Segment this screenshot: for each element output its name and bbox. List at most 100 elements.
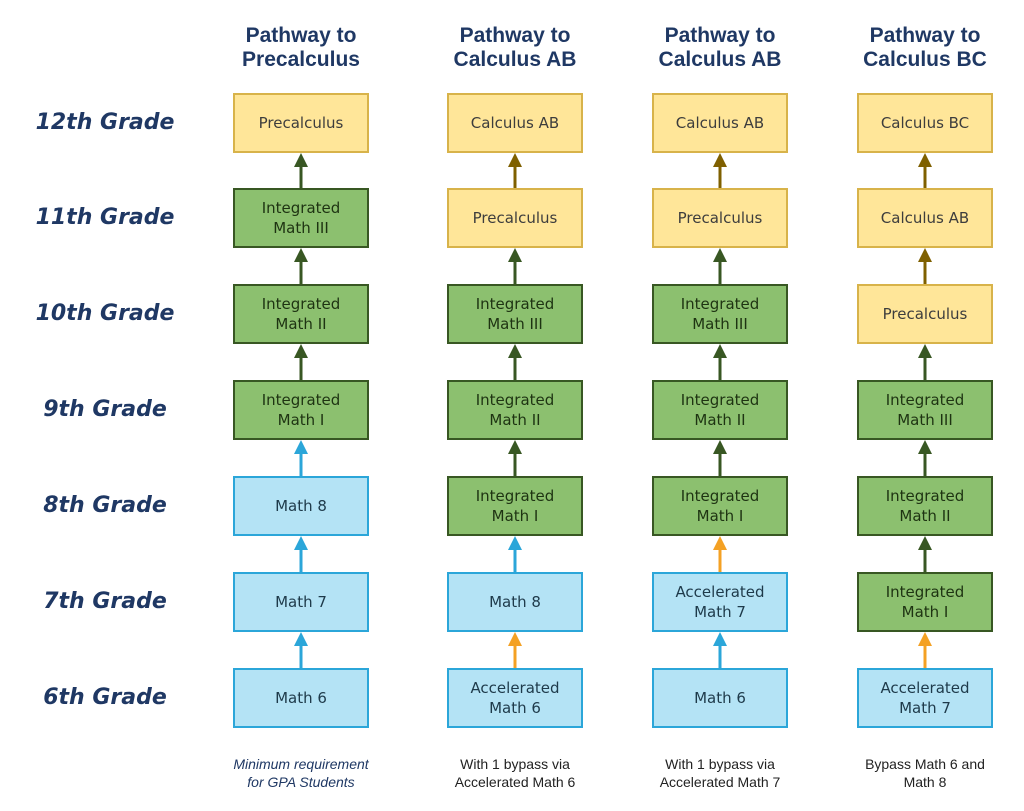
course-label: Integrated [261, 199, 341, 217]
course-box: Precalculus [233, 93, 369, 153]
course-label: Calculus BC [880, 114, 970, 132]
course-label: Calculus AB [675, 114, 765, 132]
course-label: Math I [901, 603, 949, 621]
course-box: Math 8 [447, 572, 583, 632]
course-label: Precalculus [677, 209, 763, 227]
course-label: Integrated [680, 295, 760, 313]
pathway-title-line: Pathway to [245, 24, 357, 47]
up-arrow-icon [713, 344, 727, 380]
course-label: Math II [899, 507, 951, 525]
pathway-note-line: for GPA Students [247, 774, 355, 790]
up-arrow-icon [508, 536, 522, 572]
pathway-title-line: Pathway to [664, 24, 776, 47]
up-arrow-icon [713, 248, 727, 284]
course-label: Integrated [680, 391, 760, 409]
up-arrow-icon [294, 632, 308, 668]
up-arrow-icon [713, 153, 727, 188]
course-label: Math 6 [694, 689, 746, 707]
up-arrow-icon [918, 153, 932, 188]
up-arrow-icon [508, 344, 522, 380]
up-arrow-icon [294, 153, 308, 188]
up-arrow-icon [713, 440, 727, 476]
grade-label: 12th Grade [35, 110, 175, 135]
course-box: Math 6 [233, 668, 369, 728]
up-arrow-icon [713, 632, 727, 668]
pathway-note-line: Accelerated Math 6 [454, 774, 576, 790]
grade-label: 6th Grade [43, 685, 167, 710]
course-label: Math III [273, 219, 329, 237]
pathway-note-line: Math 8 [903, 774, 947, 790]
course-label: Math 6 [489, 699, 541, 717]
up-arrow-icon [918, 248, 932, 284]
course-label: Math II [275, 315, 327, 333]
course-label: Accelerated [470, 679, 560, 697]
pathway-title-line: Pathway to [459, 24, 571, 47]
course-label: Integrated [261, 391, 341, 409]
course-label: Integrated [885, 583, 965, 601]
course-box: Precalculus [447, 188, 583, 248]
grade-label: 9th Grade [43, 397, 167, 422]
course-label: Accelerated [880, 679, 970, 697]
course-label: Math III [897, 411, 953, 429]
course-label: Integrated [680, 487, 760, 505]
pathway-note-line: Bypass Math 6 and [865, 756, 985, 772]
pathway-title-line: Calculus BC [863, 48, 987, 71]
course-label: Integrated [475, 487, 555, 505]
pathway-title-line: Precalculus [242, 48, 360, 71]
up-arrow-icon [508, 153, 522, 188]
course-label: Math 7 [694, 603, 746, 621]
course-label: Math I [696, 507, 744, 525]
course-label: Math 8 [275, 497, 327, 515]
pathway-title-line: Calculus AB [453, 48, 577, 71]
course-label: Integrated [475, 391, 555, 409]
course-label: Math II [489, 411, 541, 429]
course-label: Integrated [475, 295, 555, 313]
up-arrow-icon [918, 536, 932, 572]
course-label: Integrated [885, 487, 965, 505]
pathway-title-line: Pathway to [869, 24, 981, 47]
up-arrow-icon [294, 344, 308, 380]
course-box: Math 8 [233, 476, 369, 536]
pathway-note-line: With 1 bypass via [460, 756, 570, 772]
up-arrow-icon [918, 440, 932, 476]
up-arrow-icon [918, 344, 932, 380]
grade-label: 10th Grade [35, 301, 175, 326]
course-box: Calculus AB [652, 93, 788, 153]
pathway-note: Minimum requirement for GPA Students [201, 755, 401, 791]
pathway-note-line: Minimum requirement [233, 756, 369, 772]
up-arrow-icon [294, 440, 308, 476]
up-arrow-icon [713, 536, 727, 572]
course-box: Precalculus [857, 284, 993, 344]
course-label: Math 6 [275, 689, 327, 707]
course-label: Math 7 [275, 593, 327, 611]
course-label: Accelerated [675, 583, 765, 601]
course-box: Math 6 [652, 668, 788, 728]
course-label: Math I [491, 507, 539, 525]
course-label: Math I [277, 411, 325, 429]
course-box: Precalculus [652, 188, 788, 248]
course-label: Calculus AB [470, 114, 560, 132]
course-box: Calculus AB [447, 93, 583, 153]
course-box: Calculus BC [857, 93, 993, 153]
up-arrow-icon [508, 632, 522, 668]
course-label: Math 8 [489, 593, 541, 611]
course-label: Math II [694, 411, 746, 429]
up-arrow-icon [294, 536, 308, 572]
